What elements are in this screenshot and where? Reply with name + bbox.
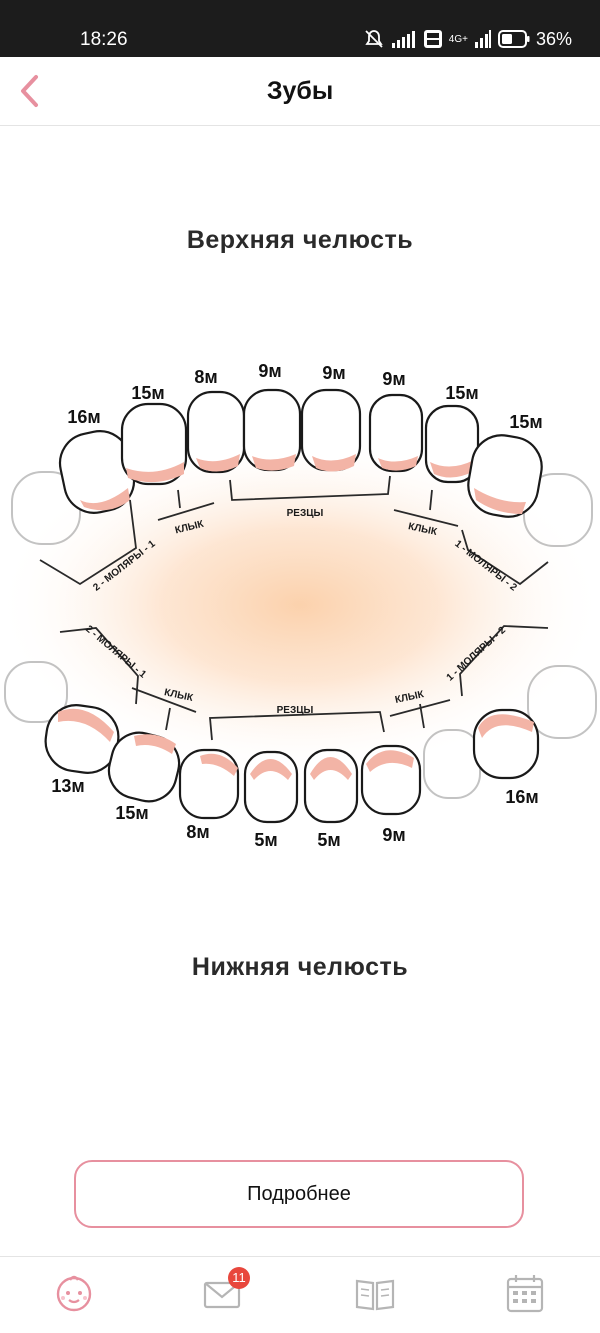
tooth-upper-5 bbox=[300, 388, 362, 472]
lower-jaw-title: Нижняя челюсть bbox=[191, 953, 409, 981]
book-icon bbox=[355, 1279, 395, 1311]
tooth-upper-3 bbox=[186, 390, 246, 474]
bell-muted-icon bbox=[365, 30, 383, 48]
upper-month-label: 15м bbox=[445, 383, 478, 403]
lower-month-label: 9м bbox=[382, 825, 405, 845]
battery-percent: 36% bbox=[535, 28, 572, 49]
messages-badge: 11 bbox=[228, 1267, 250, 1289]
tooth-upper-2 bbox=[120, 402, 188, 486]
chevron-left-icon bbox=[21, 75, 38, 107]
upper-month-label: 9м bbox=[322, 363, 345, 383]
lower-month-labels: 13м 15м 8м 5м 5м 9м 16м bbox=[51, 776, 538, 850]
status-time: 18:26 bbox=[80, 29, 128, 50]
tooth-upper-7 bbox=[424, 404, 480, 484]
lower-month-label: 15м bbox=[115, 803, 148, 823]
upper-month-label: 15м bbox=[131, 383, 164, 403]
tooth-lower-2 bbox=[107, 731, 181, 803]
bottom-tab-bar: 11 bbox=[0, 1256, 600, 1333]
upper-group-lines bbox=[39, 475, 549, 586]
tooth-lower-6 bbox=[360, 744, 422, 816]
mouth-glow bbox=[0, 435, 600, 775]
upper-month-label: 15м bbox=[509, 412, 542, 432]
tab-journal[interactable] bbox=[353, 1271, 397, 1315]
upper-month-label: 9м bbox=[258, 361, 281, 381]
upper-month-label: 9м bbox=[382, 369, 405, 389]
lower-month-label: 5м bbox=[254, 830, 277, 850]
upper-month-labels: 16м 15м 8м 9м 9м 9м 15м 15м bbox=[67, 361, 542, 432]
details-button[interactable]: Подробнее bbox=[74, 1160, 524, 1228]
tooth-lower-4 bbox=[243, 750, 299, 824]
tooth-lower-5 bbox=[303, 748, 359, 824]
back-button[interactable] bbox=[14, 73, 50, 109]
lower-group-lines bbox=[59, 625, 549, 741]
lower-month-label: 8м bbox=[186, 822, 209, 842]
upper-month-label: 8м bbox=[194, 367, 217, 387]
baby-face-icon bbox=[56, 1275, 92, 1312]
network-type: 4G+ bbox=[448, 33, 468, 45]
upper-teeth bbox=[58, 388, 543, 518]
signal-icon bbox=[391, 31, 415, 48]
lower-month-label: 16м bbox=[505, 787, 538, 807]
battery-icon bbox=[497, 30, 530, 48]
tab-baby[interactable] bbox=[52, 1271, 96, 1315]
lower-month-label: 13м bbox=[51, 776, 84, 796]
status-bar: 18:26 4G+ 36% bbox=[0, 0, 600, 57]
lower-incisors-label: РЕЗЦЫ bbox=[277, 705, 314, 716]
faded-teeth bbox=[4, 471, 597, 799]
page-title: Зубы bbox=[266, 77, 334, 105]
status-icons: 4G+ 36% bbox=[363, 27, 572, 51]
calendar-icon bbox=[506, 1275, 544, 1313]
tooth-upper-8 bbox=[467, 434, 543, 518]
tab-calendar[interactable] bbox=[503, 1271, 547, 1315]
lower-month-label: 5м bbox=[317, 830, 340, 850]
tab-messages[interactable]: 11 bbox=[200, 1267, 250, 1315]
tooth-lower-3 bbox=[178, 748, 240, 820]
volte-icon bbox=[423, 30, 442, 48]
upper-month-label: 16м bbox=[67, 407, 100, 427]
tooth-upper-4 bbox=[242, 388, 302, 472]
teeth-diagram: РЕЗЦЫ КЛЫК КЛЫК 2 - МОЛЯРЫ - 1 1 - МОЛЯР… bbox=[0, 361, 600, 850]
upper-incisors-label: РЕЗЦЫ bbox=[287, 508, 324, 519]
upper-jaw-title: Верхняя челюсть bbox=[186, 226, 414, 254]
app-header: Зубы bbox=[0, 57, 600, 126]
lower-teeth bbox=[44, 704, 540, 824]
tooth-upper-6 bbox=[368, 393, 424, 473]
signal-icon-2 bbox=[474, 30, 491, 48]
tooth-lower-7 bbox=[472, 708, 540, 780]
